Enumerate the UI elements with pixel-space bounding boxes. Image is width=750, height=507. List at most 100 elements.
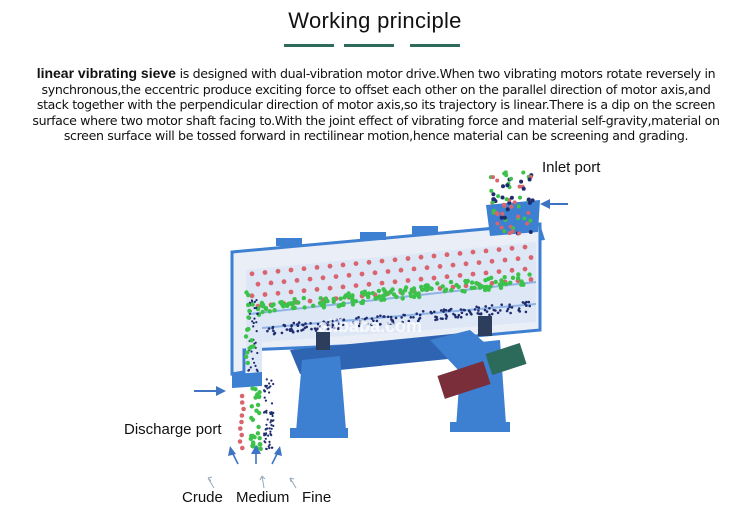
fine-particle xyxy=(301,324,304,327)
falling-medium xyxy=(256,425,260,429)
falling-fine xyxy=(263,440,265,442)
medium-particle xyxy=(361,299,365,303)
fine-particle xyxy=(476,312,479,315)
medium-particle xyxy=(464,281,468,285)
fine-particle xyxy=(450,308,453,311)
fine-particle xyxy=(500,303,503,306)
falling-fine xyxy=(265,424,267,426)
coarse-particle xyxy=(484,249,489,254)
falling-fine xyxy=(264,390,266,392)
fine-particle xyxy=(256,352,258,354)
coarse-particle xyxy=(347,273,352,278)
fine-particle xyxy=(254,301,256,303)
discharge-port-label: Discharge port xyxy=(124,421,222,438)
medium-particle xyxy=(454,283,458,287)
inlet-particle xyxy=(528,219,532,223)
inlet-particle xyxy=(522,217,526,221)
coarse-particle xyxy=(334,274,339,279)
fine-particle xyxy=(460,308,463,311)
label-arrow-medium xyxy=(260,476,265,488)
coarse-particle xyxy=(425,265,430,270)
falling-fine xyxy=(269,412,271,414)
medium-particle xyxy=(332,300,336,304)
medium-particle xyxy=(377,294,381,298)
coarse-particle xyxy=(393,279,398,284)
inlet-particle xyxy=(491,192,495,196)
fine-particle xyxy=(273,333,276,336)
coarse-particle xyxy=(445,274,450,279)
medium-particle xyxy=(251,302,255,306)
inlet-particle xyxy=(522,187,526,191)
fine-particle xyxy=(511,306,514,309)
medium-particle xyxy=(245,350,249,354)
inlet-particle xyxy=(519,180,523,184)
medium-particle xyxy=(449,280,453,284)
inlet-particle xyxy=(502,203,506,207)
fine-particle xyxy=(310,328,313,331)
falling-coarse xyxy=(241,407,246,412)
inlet-particle xyxy=(495,222,499,226)
fine-particle xyxy=(272,326,275,329)
fine-particle xyxy=(293,322,296,325)
fine-particle xyxy=(508,306,511,309)
coarse-particle xyxy=(315,265,320,270)
inlet-particle xyxy=(506,207,510,211)
fine-particle xyxy=(433,311,436,314)
coarse-particle xyxy=(471,272,476,277)
medium-particle xyxy=(503,275,507,279)
falling-coarse xyxy=(238,426,243,431)
coarse-particle xyxy=(256,282,261,287)
falling-coarse xyxy=(240,446,245,451)
fine-particle xyxy=(484,305,487,308)
medium-particle xyxy=(246,293,250,297)
falling-fine xyxy=(265,385,267,387)
inlet-particle xyxy=(509,177,513,181)
coarse-particle xyxy=(503,258,508,263)
falling-fine xyxy=(269,427,271,429)
falling-fine xyxy=(266,448,268,450)
medium-particle xyxy=(527,272,531,276)
medium-particle xyxy=(416,293,420,297)
label-arrow-crude xyxy=(208,477,214,488)
medium-particle xyxy=(398,288,402,292)
coarse-particle xyxy=(516,256,521,261)
inlet-particle xyxy=(492,209,496,213)
fine-particle xyxy=(253,362,255,364)
coarse-particle xyxy=(354,283,359,288)
falling-fine xyxy=(269,421,271,423)
medium-particle xyxy=(508,281,512,285)
coarse-particle xyxy=(438,264,443,269)
falling-fine xyxy=(272,415,274,417)
medium-particle xyxy=(260,301,264,305)
medium-particle xyxy=(264,307,268,311)
inlet-particle xyxy=(501,196,505,200)
coarse-particle xyxy=(328,264,333,269)
fine-particle xyxy=(254,365,256,367)
coarse-particle xyxy=(477,260,482,265)
medium-particle xyxy=(521,283,525,287)
medium-particle xyxy=(272,308,276,312)
clamp-right xyxy=(412,226,438,234)
medium-particle xyxy=(341,303,345,307)
fine-particle xyxy=(297,330,300,333)
fine-particle xyxy=(304,327,307,330)
coarse-particle xyxy=(282,279,287,284)
fine-particle xyxy=(522,301,525,304)
fine-particle xyxy=(454,314,457,317)
inlet-particle xyxy=(489,189,493,193)
coarse-particle xyxy=(399,268,404,273)
medium-particle xyxy=(419,285,423,289)
inlet-particle xyxy=(495,179,499,183)
fine-particle xyxy=(440,309,443,312)
medium-particle xyxy=(435,281,439,285)
coarse-particle xyxy=(373,270,378,275)
coarse-particle xyxy=(276,269,281,274)
fine-particle xyxy=(248,369,250,371)
fine-particle xyxy=(255,321,257,323)
discharge-chute xyxy=(232,372,262,388)
inlet-particle xyxy=(496,194,500,198)
falling-fine xyxy=(271,402,273,404)
falling-fine xyxy=(270,424,272,426)
falling-fine xyxy=(272,412,274,414)
medium-particle xyxy=(516,272,520,276)
